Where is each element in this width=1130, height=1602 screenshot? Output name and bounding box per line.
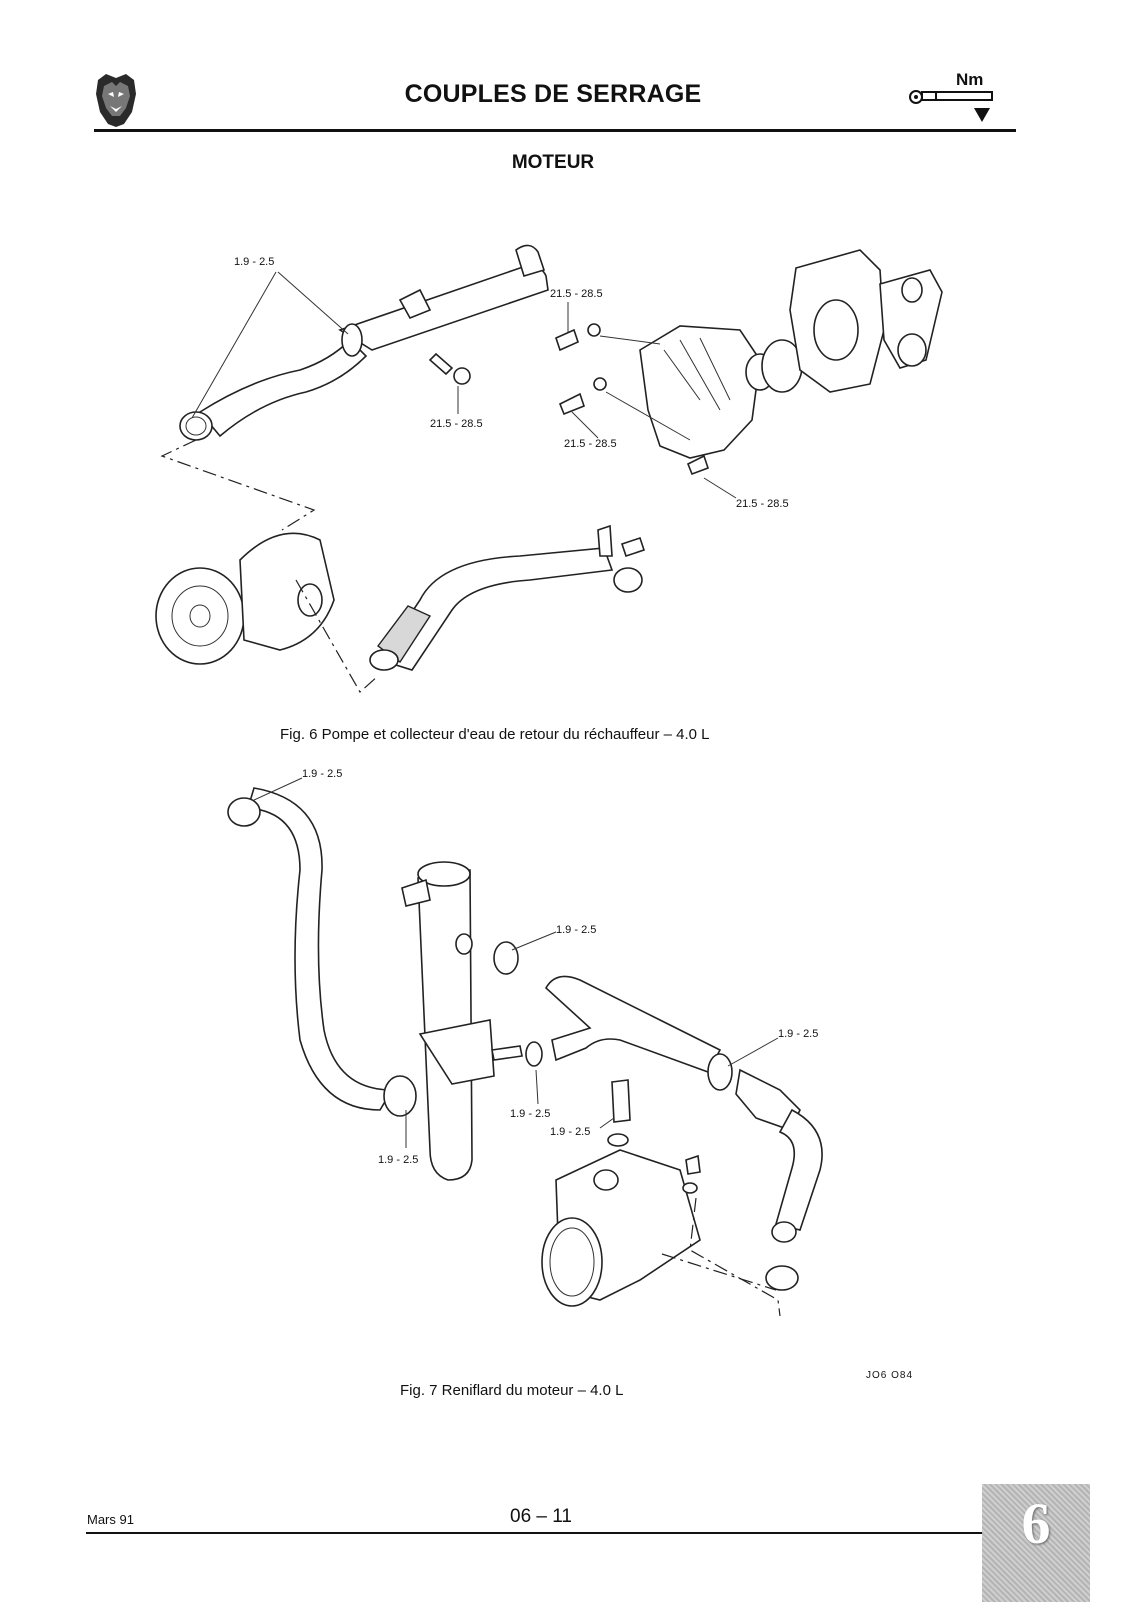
torque-wrench-icon: Nm [906,70,996,126]
fig6-dash-lines [160,439,379,693]
fig6-water-pump [555,249,943,476]
fig7-breather-pipe [401,861,543,1181]
fig7-throttle-housing [541,1079,701,1307]
page-number: 06 – 11 [510,1506,572,1527]
section-title: MOTEUR [511,152,595,173]
fig7-torque-label-hose-top: 1.9 - 2.5 [302,768,343,780]
fig7-right-hose [544,975,823,1291]
fig6-engine-and-return-hose [155,524,646,671]
drawing-reference: JO6 O84 [866,1370,914,1381]
fig7-torque-label-clip-centre: 1.9 - 2.5 [510,1108,551,1120]
header-rule [94,129,1016,132]
fig6-torque-label-pump-bolt-lower: 21.5 - 28.5 [564,438,617,450]
fig7-caption: Fig. 7 Reniflard du moteur – 4.0 L [400,1382,624,1399]
fig6-caption: Fig. 6 Pompe et collecteur d'eau de reto… [280,726,710,743]
page-title: COUPLES DE SERRAGE [404,80,702,108]
torque-unit-label: Nm [956,70,984,89]
fig6-torque-label-pump-bolt-upper: 21.5 - 28.5 [550,288,603,300]
fig7-leader-lines [253,777,779,1148]
fig6-torque-label-pipe-bolt: 21.5 - 28.5 [430,418,483,430]
fig7-dash-lines [661,1197,781,1317]
fig6-heater-return-pipe [179,244,549,441]
jaguar-logo [96,74,136,127]
fig7-torque-label-clip-upper: 1.9 - 2.5 [556,924,597,936]
fig7-torque-label-sensor: 1.9 - 2.5 [550,1126,591,1138]
fig7-torque-label-clip-right: 1.9 - 2.5 [778,1028,819,1040]
fig6-torque-label-hose-clip: 1.9 - 2.5 [234,256,275,268]
fig7-torque-label-hose-bottom: 1.9 - 2.5 [378,1154,419,1166]
section-tab: 6 [982,1484,1090,1602]
footer-date: Mars 91 [87,1512,134,1527]
fig7-long-hose [227,787,417,1117]
fig6-torque-label-pump-bolt-bottom: 21.5 - 28.5 [736,498,789,510]
section-tab-number: 6 [1021,1491,1051,1556]
footer-rule [86,1532,1018,1534]
fig6-leader-lines [191,271,737,499]
